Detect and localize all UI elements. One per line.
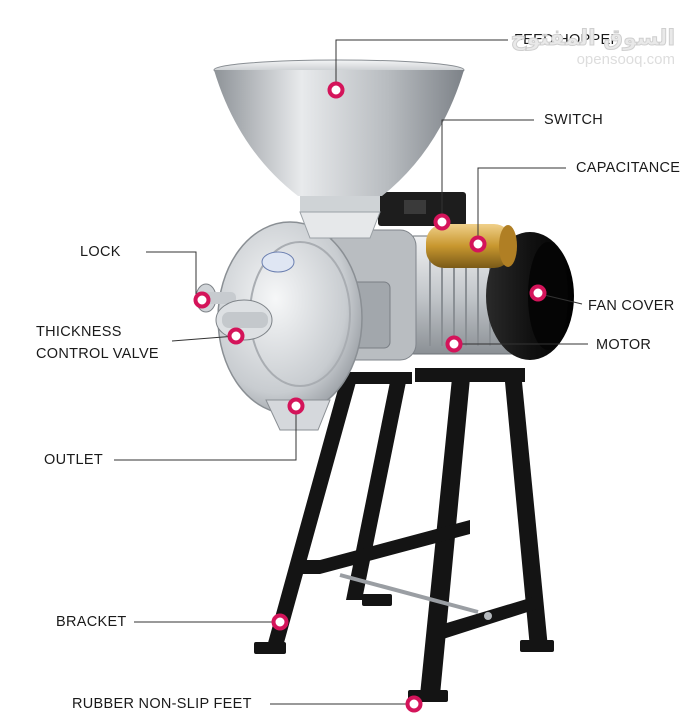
watermark-latin: opensooq.com <box>576 51 675 68</box>
marker-rubber-feet <box>405 695 423 713</box>
marker-fan-cover <box>529 284 547 302</box>
marker-capacitance <box>469 235 487 253</box>
feed-hopper <box>213 59 465 239</box>
label-lock: LOCK <box>80 244 121 260</box>
label-feed-hopper: FEED HOPPER <box>514 32 622 48</box>
marker-switch <box>433 213 451 231</box>
label-capacitance: CAPACITANCE <box>576 160 681 176</box>
marker-bracket <box>271 613 289 631</box>
marker-motor <box>445 335 463 353</box>
leader-lines <box>114 39 588 705</box>
bracket-frame <box>254 368 554 702</box>
callout-markers <box>193 81 547 713</box>
bracket-cross-bar <box>339 573 479 614</box>
marker-thickness-valve <box>227 327 245 345</box>
label-outlet: OUTLET <box>44 452 103 468</box>
label-rubber-feet: RUBBER NON-SLIP FEET <box>72 696 252 712</box>
label-bracket: BRACKET <box>56 614 127 630</box>
marker-outlet <box>287 397 305 415</box>
label-thickness-line2: CONTROL VALVE <box>36 346 159 362</box>
label-fan-cover: FAN COVER <box>588 298 675 314</box>
watermark: السوق المفتوح opensooq.com <box>510 26 675 68</box>
grinding-head <box>195 221 417 431</box>
label-motor: MOTOR <box>596 337 652 353</box>
label-thickness-line1: THICKNESS <box>36 324 122 340</box>
marker-feed-hopper <box>327 81 345 99</box>
label-switch: SWITCH <box>544 112 603 128</box>
marker-lock <box>193 291 211 309</box>
watermark-arabic: السوق المفتوح <box>510 26 675 52</box>
